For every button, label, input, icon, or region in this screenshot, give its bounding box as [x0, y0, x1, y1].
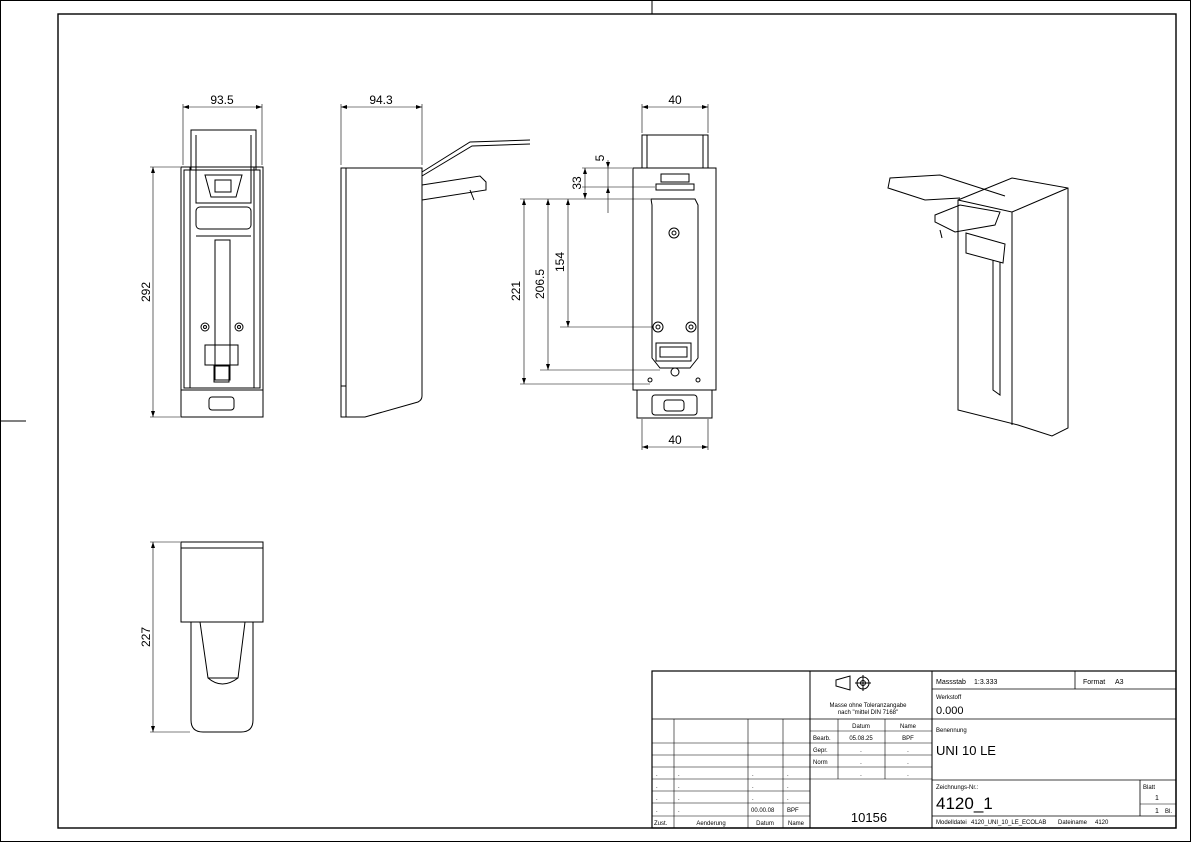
dim-back-206: 206.5 [533, 269, 547, 299]
back-view [632, 134, 717, 419]
label-dateiname: Dateiname [1058, 820, 1088, 826]
header-name: Name [900, 724, 917, 730]
rev-dot-1: . [656, 772, 658, 778]
dimension-lines [150, 104, 709, 733]
value-zeichnungsnr: 4120_1 [936, 794, 993, 813]
row-norm: Norm [813, 760, 828, 766]
tolerance-note-line-1: Masse ohne Toleranzangabe [830, 703, 908, 709]
rev-dot-3: . [752, 772, 754, 778]
rev-dot-2: . [678, 772, 680, 778]
value-format: A3 [1115, 679, 1124, 686]
tolerance-note-line-2: nach "mittel DIN 7168" [838, 710, 898, 716]
bearb-name: BPF [902, 736, 914, 742]
label-aenderung: Aenderung [696, 821, 725, 827]
value-massstab: 1:3.333 [974, 679, 997, 686]
value-blatt: 1 [1155, 795, 1159, 802]
rev-dot-6: . [678, 784, 680, 790]
rev-name: BPF [787, 808, 799, 814]
isometric-view [887, 174, 1069, 437]
label-zeichnungsnr: Zeichnungs-Nr.: [936, 785, 979, 791]
front-view [180, 129, 264, 418]
value-dateiname: 4120 [1095, 820, 1109, 826]
label-massstab: Massstab [936, 679, 966, 686]
label-zust: Zust. [654, 821, 668, 827]
rev-dot-13: . [656, 808, 658, 814]
dim-front-height: 292 [139, 282, 153, 302]
label-datum: Datum [756, 821, 774, 827]
first-angle-projection-icon [835, 675, 871, 691]
dim-bottom-height: 227 [139, 627, 153, 647]
blank-date: . [860, 772, 862, 778]
label-name: Name [788, 821, 805, 827]
gepr-name: . [907, 748, 909, 754]
dim-back-221: 221 [509, 281, 523, 301]
title-block-text: Masse ohne Toleranzangabe nach "mittel D… [654, 679, 1172, 827]
value-modelldatei: 4120_UNI_10_LE_ECOLAB [971, 820, 1046, 826]
bottom-view [180, 541, 264, 733]
dim-back-33: 33 [570, 176, 584, 190]
dim-back-bottom-width: 40 [668, 433, 682, 447]
rev-dot-7: . [752, 784, 754, 790]
rev-dot-5: . [656, 784, 658, 790]
rev-dot-12: . [787, 796, 789, 802]
drawing-reference-number: 10156 [851, 810, 887, 825]
rev-dot-4: . [787, 772, 789, 778]
norm-date: . [860, 760, 862, 766]
label-benennung: Benennung [936, 728, 967, 734]
value-blatt-total: 1 [1155, 808, 1159, 815]
label-format: Format [1083, 679, 1105, 686]
dim-back-5: 5 [593, 154, 607, 161]
side-view [340, 139, 531, 418]
value-werkstoff: 0.000 [936, 705, 964, 717]
title-block [651, 670, 1177, 829]
row-bearb: Bearb. [813, 736, 831, 742]
rev-dot-14: . [678, 808, 680, 814]
dim-front-width: 93.5 [210, 93, 234, 107]
dimension-arrows [151, 105, 708, 732]
blank-name: . [907, 772, 909, 778]
label-blatt: Blatt [1143, 785, 1155, 791]
dim-back-top-width: 40 [668, 93, 682, 107]
rev-dot-9: . [656, 796, 658, 802]
bearb-date: 05.08.25 [849, 736, 873, 742]
header-datum: Datum [852, 724, 870, 730]
rev-dot-10: . [678, 796, 680, 802]
value-benennung: UNI 10 LE [936, 743, 996, 758]
rev-date: 00.00.08 [751, 808, 775, 814]
row-gepr: Gepr. [813, 748, 828, 754]
label-modelldatei: Modelldatei [936, 820, 967, 826]
gepr-date: . [860, 748, 862, 754]
rev-dot-11: . [752, 796, 754, 802]
norm-name: . [907, 760, 909, 766]
label-bl: Bl. [1165, 809, 1172, 815]
dim-back-154: 154 [553, 252, 567, 272]
dimension-labels: 93.5 94.3 292 40 40 5 33 154 206.5 221 2… [139, 93, 682, 647]
rev-dot-8: . [787, 784, 789, 790]
dim-side-depth: 94.3 [369, 93, 393, 107]
label-werkstoff: Werkstoff [936, 695, 961, 701]
